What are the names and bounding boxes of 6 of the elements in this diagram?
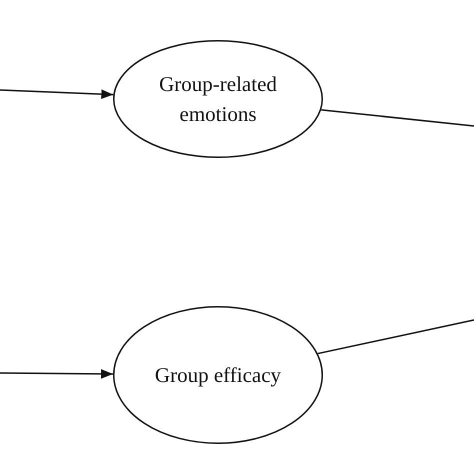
arrow xyxy=(0,369,114,379)
ellipse-node xyxy=(113,40,323,158)
arrow xyxy=(0,89,114,99)
node-label: Group efficacy xyxy=(154,362,282,389)
node-label: Group-related emotions xyxy=(158,71,278,128)
ellipse-node xyxy=(113,306,323,444)
